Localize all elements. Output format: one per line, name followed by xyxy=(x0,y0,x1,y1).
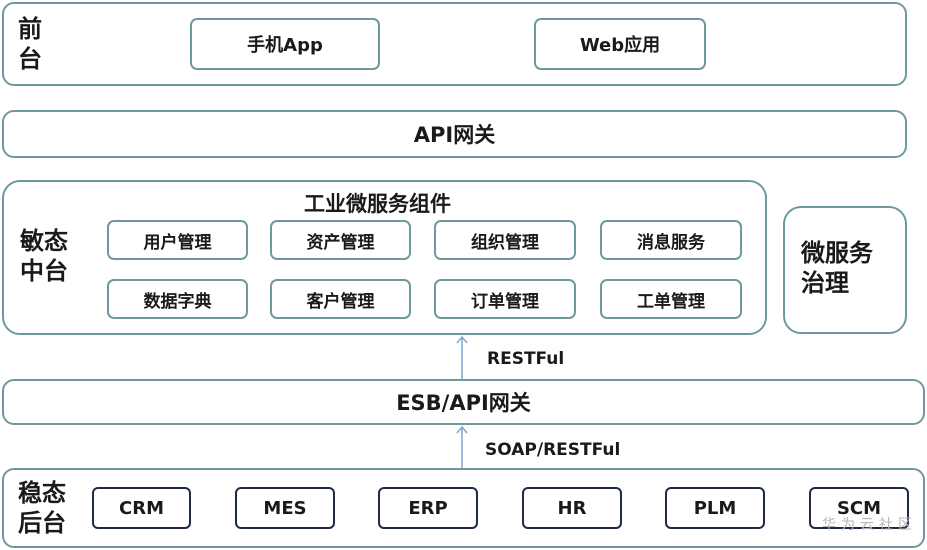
lower-arrow-icon xyxy=(456,425,468,469)
stable-label-line1: 稳态 xyxy=(18,479,66,507)
agile-middle-layer: 敏态 中台 工业微服务组件 用户管理 资产管理 组织管理 消息服务 数据字典 客… xyxy=(2,180,767,335)
component-label: 组织管理 xyxy=(471,232,539,253)
system-plm: PLM xyxy=(665,487,765,529)
microservice-governance-box: 微服务 治理 xyxy=(783,206,907,334)
web-app-box: Web应用 xyxy=(534,18,706,70)
component-user-management: 用户管理 xyxy=(107,220,248,260)
stable-label-line2: 后台 xyxy=(18,509,66,537)
system-label: CRM xyxy=(119,497,164,519)
system-label: SCM xyxy=(836,497,882,519)
upper-arrow-icon xyxy=(456,335,468,379)
component-order-management: 订单管理 xyxy=(434,279,576,319)
system-scm: SCM xyxy=(809,487,909,529)
component-ticket-management: 工单管理 xyxy=(600,279,742,319)
system-label: MES xyxy=(263,497,307,519)
system-label: HR xyxy=(557,497,587,519)
agile-layer-label: 敏态 中台 xyxy=(20,226,68,286)
mobile-app-box: 手机App xyxy=(190,18,380,70)
api-gateway-bar: API网关 xyxy=(2,110,907,158)
protocol-soap-restful-label: SOAP/RESTFul xyxy=(485,440,621,460)
api-gateway-label: API网关 xyxy=(413,123,496,147)
component-label: 工单管理 xyxy=(637,291,705,312)
agile-label-line1: 敏态 xyxy=(20,227,68,255)
front-layer: 前 台 手机App Web应用 xyxy=(2,2,907,86)
component-data-dictionary: 数据字典 xyxy=(107,279,248,319)
component-label: 客户管理 xyxy=(306,291,375,312)
esb-gateway-label: ESB/API网关 xyxy=(396,391,531,415)
front-label-line2: 台 xyxy=(18,45,42,73)
agile-label-line2: 中台 xyxy=(20,257,68,285)
esb-gateway-bar: ESB/API网关 xyxy=(2,379,925,425)
component-asset-management: 资产管理 xyxy=(270,220,411,260)
front-label-line1: 前 xyxy=(18,15,42,43)
governance-label-line1: 微服务 xyxy=(801,239,873,267)
governance-label: 微服务 治理 xyxy=(801,238,873,298)
system-hr: HR xyxy=(522,487,622,529)
governance-label-line2: 治理 xyxy=(801,269,849,297)
system-label: ERP xyxy=(408,497,448,519)
system-label: PLM xyxy=(693,497,737,519)
component-message-service: 消息服务 xyxy=(600,220,742,260)
component-label: 消息服务 xyxy=(637,232,705,253)
component-label: 用户管理 xyxy=(143,232,212,253)
component-org-management: 组织管理 xyxy=(434,220,576,260)
system-mes: MES xyxy=(235,487,335,529)
microservice-components-title: 工业微服务组件 xyxy=(304,192,451,216)
system-crm: CRM xyxy=(92,487,191,529)
component-label: 订单管理 xyxy=(471,291,539,312)
watermark: 华为云社区 xyxy=(822,517,917,533)
component-label: 资产管理 xyxy=(306,232,375,253)
stable-backend-layer: 稳态 后台 CRM MES ERP HR PLM SCM xyxy=(2,468,925,548)
front-layer-label: 前 台 xyxy=(18,14,42,74)
system-erp: ERP xyxy=(378,487,478,529)
component-label: 数据字典 xyxy=(143,291,212,312)
stable-layer-label: 稳态 后台 xyxy=(18,478,66,538)
web-app-label: Web应用 xyxy=(579,35,661,56)
component-customer-management: 客户管理 xyxy=(270,279,411,319)
mobile-app-label: 手机App xyxy=(247,35,323,56)
protocol-restful-label: RESTFul xyxy=(487,349,565,369)
